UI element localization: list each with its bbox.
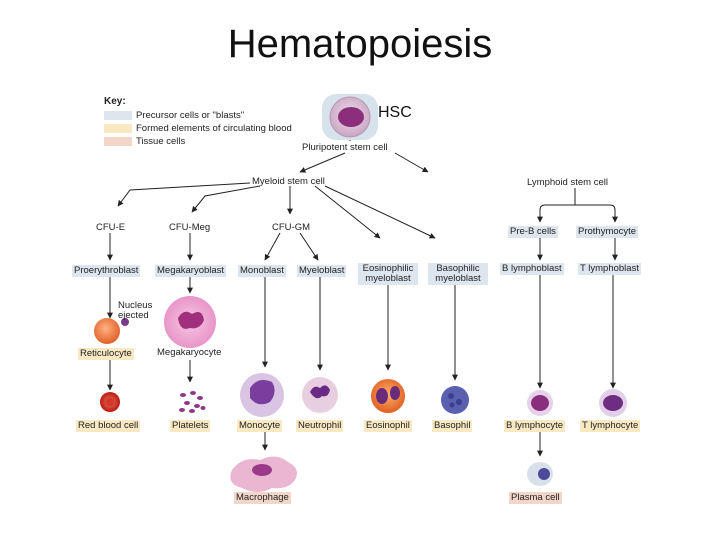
cfu-meg-label: CFU-Meg — [169, 222, 211, 233]
page-title: Hematopoiesis — [227, 22, 493, 66]
neutrophil-label: Neutrophil — [296, 420, 344, 432]
platelets-image — [179, 391, 206, 413]
connector-lines — [107, 136, 618, 457]
nucleus-ejected-label: Nucleus ejected — [118, 300, 153, 321]
eosinophil-label: Eosinophil — [364, 420, 412, 432]
b-lymphocyte-image — [527, 390, 553, 416]
monocyte-label: Monocyte — [237, 420, 283, 432]
key-label-tissue: Tissue cells — [136, 136, 186, 147]
lymphoid-stem-cell-label: Lymphoid stem cell — [527, 177, 608, 188]
key-item-tissue: Tissue cells — [104, 135, 314, 148]
red-blood-cell-label: Red blood cell — [76, 420, 141, 432]
myeloid-stem-cell-label: Myeloid stem cell — [252, 176, 325, 187]
reticulocyte-image — [94, 318, 129, 344]
eosinophilic-myeloblast-label: Eosinophilic myeloblast — [358, 263, 418, 285]
proerythroblast-label: Proerythroblast — [72, 265, 141, 277]
myeloblast-label: Myeloblast — [297, 265, 347, 277]
macrophage-image — [230, 456, 297, 492]
eosinophil-image — [371, 379, 405, 413]
basophil-label: Basophil — [432, 420, 473, 432]
pluripotent-stem-cell-label: Pluripotent stem cell — [302, 142, 388, 153]
basophilic-myeloblast-label: Basophilic myeloblast — [428, 263, 488, 285]
cfu-e-label: CFU-E — [96, 222, 126, 233]
reticulocyte-label: Reticulocyte — [78, 348, 134, 360]
platelets-label: Platelets — [170, 420, 211, 432]
key-label-blasts: Precursor cells or "blasts" — [136, 110, 245, 121]
legend-key: Key: Precursor cells or "blasts" Formed … — [104, 96, 314, 148]
monocyte-image — [240, 373, 284, 417]
neutrophil-image — [302, 377, 338, 413]
key-swatch-formed — [104, 124, 132, 133]
key-label-formed: Formed elements of circulating blood — [136, 123, 292, 134]
macrophage-label: Macrophage — [234, 492, 291, 504]
hsc-label: HSC — [378, 104, 412, 121]
megakaryocyte-image — [164, 296, 216, 348]
key-item-formed: Formed elements of circulating blood — [104, 122, 314, 135]
plasma-cell-label: Plasma cell — [509, 492, 562, 504]
key-title: Key: — [104, 96, 126, 107]
t-lymphoblast-label: T lymphoblast — [578, 263, 641, 275]
hsc-cell-image — [322, 94, 378, 140]
pre-b-cells-label: Pre-B cells — [508, 226, 558, 238]
basophil-image — [441, 386, 469, 414]
key-swatch-blasts — [104, 111, 132, 120]
key-item-blasts: Precursor cells or "blasts" — [104, 109, 314, 122]
megakaryocyte-label: Megakaryocyte — [157, 347, 222, 358]
t-lymphocyte-label: T lymphocyte — [580, 420, 641, 432]
megakaryoblast-label: Megakaryoblast — [155, 265, 227, 277]
b-lymphoblast-label: B lymphoblast — [500, 263, 564, 275]
red-blood-cell-image — [100, 392, 120, 412]
b-lymphocyte-label: B lymphocyte — [504, 420, 566, 432]
monoblast-label: Monoblast — [238, 265, 286, 277]
t-lymphocyte-image — [599, 389, 627, 417]
plasma-cell-image — [527, 462, 553, 486]
key-swatch-tissue — [104, 137, 132, 146]
cfu-gm-label: CFU-GM — [272, 222, 310, 233]
prothymocyte-label: Prothymocyte — [576, 226, 639, 238]
